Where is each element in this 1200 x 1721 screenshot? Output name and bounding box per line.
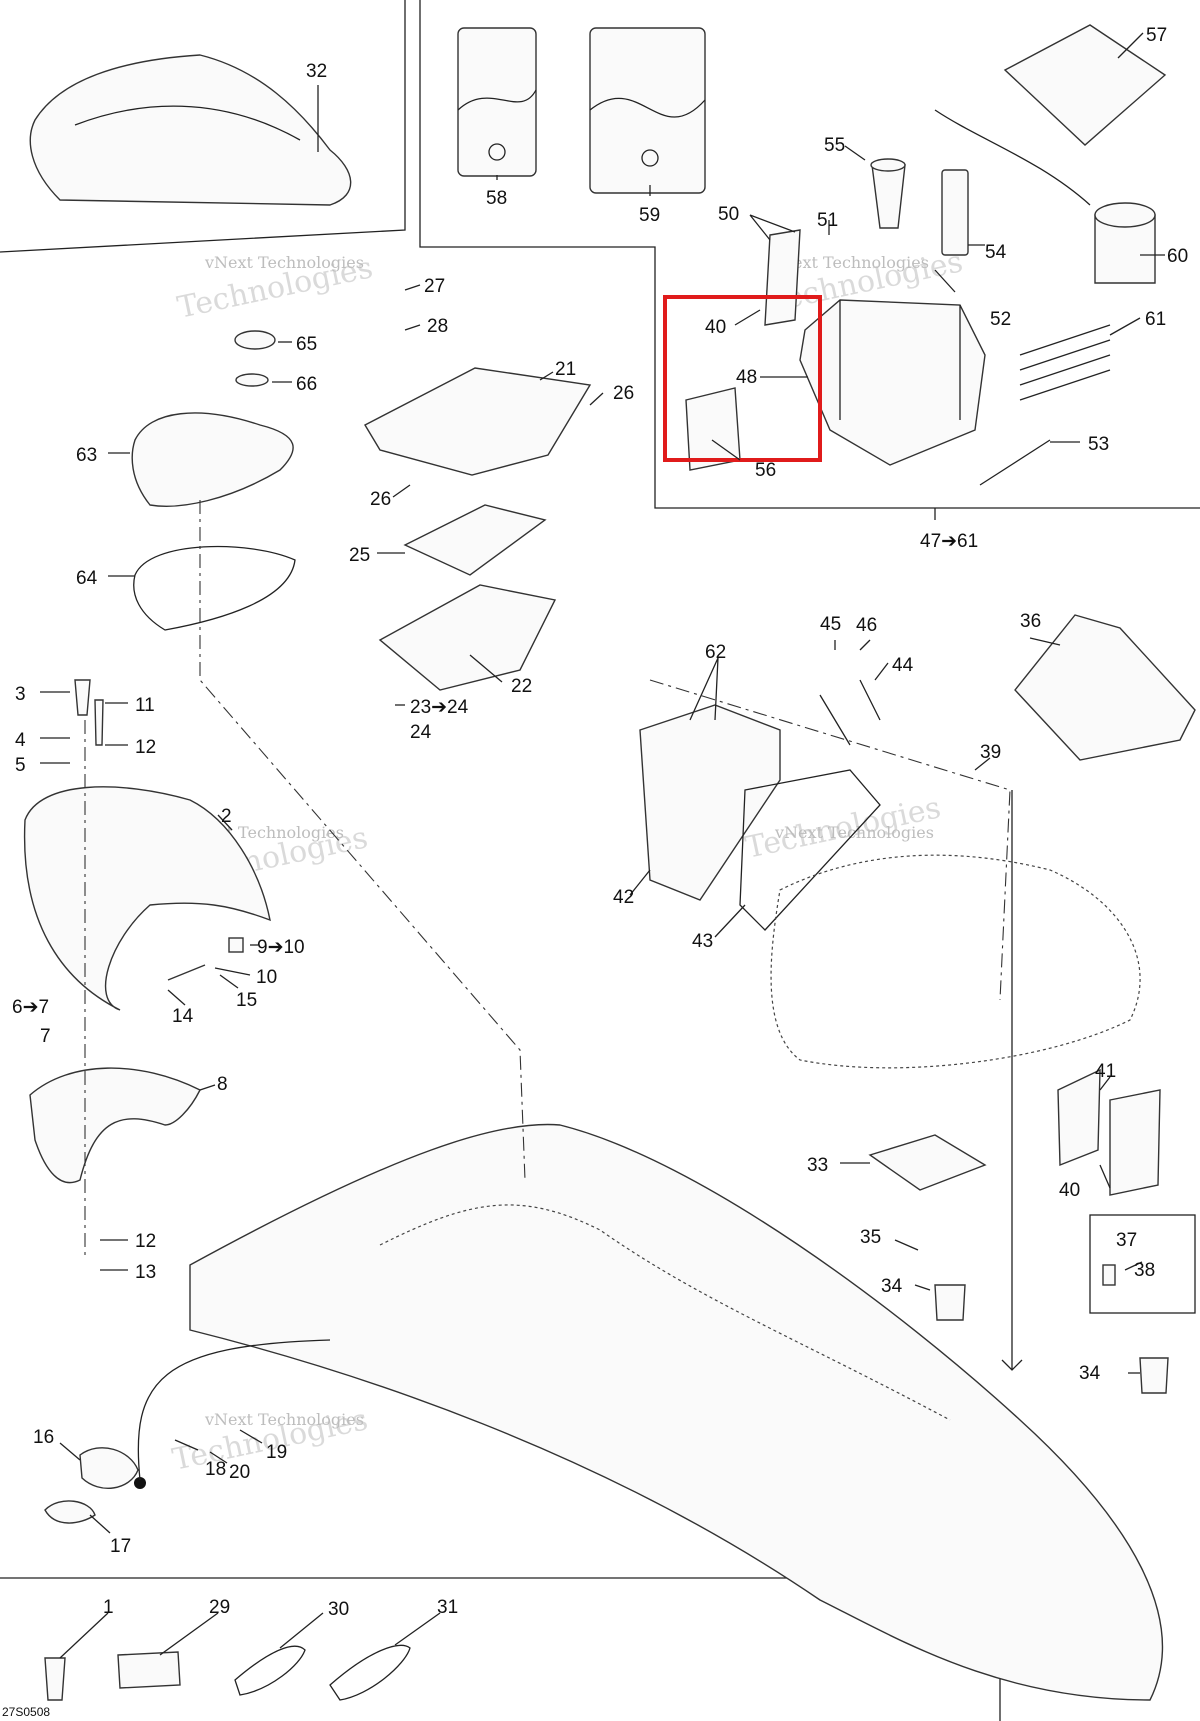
label-7: 7: [40, 1026, 51, 1047]
label-33: 33: [807, 1155, 828, 1176]
label-23: 23➔24: [410, 697, 469, 718]
label-51: 51: [817, 210, 838, 231]
label-12a: 12: [135, 737, 156, 758]
label-65: 65: [296, 334, 317, 355]
reference-code: 27S0508: [2, 1705, 50, 1719]
label-66: 66: [296, 374, 317, 395]
watermark-text: vNext Technologies: [204, 1410, 364, 1429]
label-22: 22: [511, 676, 532, 697]
highlight-box: [663, 295, 822, 462]
label-16: 16: [33, 1427, 54, 1448]
label-12b: 12: [135, 1231, 156, 1252]
label-13: 13: [135, 1262, 156, 1283]
label-64: 64: [76, 568, 98, 589]
label-42: 42: [613, 887, 634, 908]
label-9: 9➔10: [257, 937, 305, 958]
label-31: 31: [437, 1597, 458, 1618]
label-30: 30: [328, 1599, 349, 1620]
label-3: 3: [15, 684, 26, 705]
label-36: 36: [1020, 611, 1041, 632]
watermark-text: vNext Technologies: [769, 253, 929, 272]
label-28: 28: [427, 316, 448, 337]
group-label: 47➔61: [920, 531, 978, 552]
label-1: 1: [103, 1597, 114, 1618]
label-10: 10: [256, 967, 277, 988]
label-52: 52: [990, 309, 1011, 330]
label-19: 19: [266, 1442, 287, 1463]
label-40b: 40: [1059, 1180, 1080, 1201]
assembly-lines: [84, 500, 1023, 1371]
label-56: 56: [755, 460, 776, 481]
label-39: 39: [980, 742, 1001, 763]
label-8: 8: [217, 1074, 228, 1095]
label-38: 38: [1134, 1260, 1155, 1281]
label-11: 11: [135, 695, 155, 716]
label-37: 37: [1116, 1230, 1137, 1251]
label-25: 25: [349, 545, 370, 566]
label-53: 53: [1088, 434, 1109, 455]
label-34b: 34: [1079, 1363, 1101, 1384]
part-labels: 32 58 59 57 55 54 60 61 53 52 50 51 40 4…: [12, 25, 1188, 1620]
watermark-text: Technologies: [742, 790, 943, 866]
part-drawings: [23, 24, 1196, 1701]
label-62: 62: [705, 642, 726, 663]
label-21: 21: [555, 359, 576, 380]
label-26b: 26: [370, 489, 391, 510]
leader-lines: [40, 32, 1165, 1659]
label-60: 60: [1167, 246, 1188, 267]
label-63: 63: [76, 445, 97, 466]
label-34a: 34: [881, 1276, 903, 1297]
label-57: 57: [1146, 25, 1167, 46]
label-5: 5: [15, 755, 26, 776]
label-58: 58: [486, 188, 507, 209]
label-20: 20: [229, 1462, 250, 1483]
label-54: 54: [985, 242, 1007, 263]
label-50: 50: [718, 204, 739, 225]
label-26a: 26: [613, 383, 634, 404]
label-44: 44: [892, 655, 914, 676]
label-18: 18: [205, 1459, 226, 1480]
label-24: 24: [410, 722, 432, 743]
label-45: 45: [820, 614, 841, 635]
label-35: 35: [860, 1227, 881, 1248]
label-43: 43: [692, 931, 713, 952]
label-61: 61: [1145, 309, 1166, 330]
label-4: 4: [15, 730, 26, 751]
label-29: 29: [209, 1597, 230, 1618]
watermark-text: vNext Technologies: [204, 253, 364, 272]
label-6: 6➔7: [12, 997, 49, 1018]
label-2: 2: [221, 806, 232, 827]
label-48: 48: [736, 367, 757, 388]
label-32: 32: [306, 61, 327, 82]
label-46: 46: [856, 615, 877, 636]
label-59: 59: [639, 205, 660, 226]
label-55: 55: [824, 135, 845, 156]
label-27: 27: [424, 276, 445, 297]
label-14: 14: [172, 1006, 194, 1027]
label-41: 41: [1095, 1061, 1116, 1082]
label-40a: 40: [705, 317, 726, 338]
label-17: 17: [110, 1536, 131, 1557]
label-15: 15: [236, 990, 257, 1011]
